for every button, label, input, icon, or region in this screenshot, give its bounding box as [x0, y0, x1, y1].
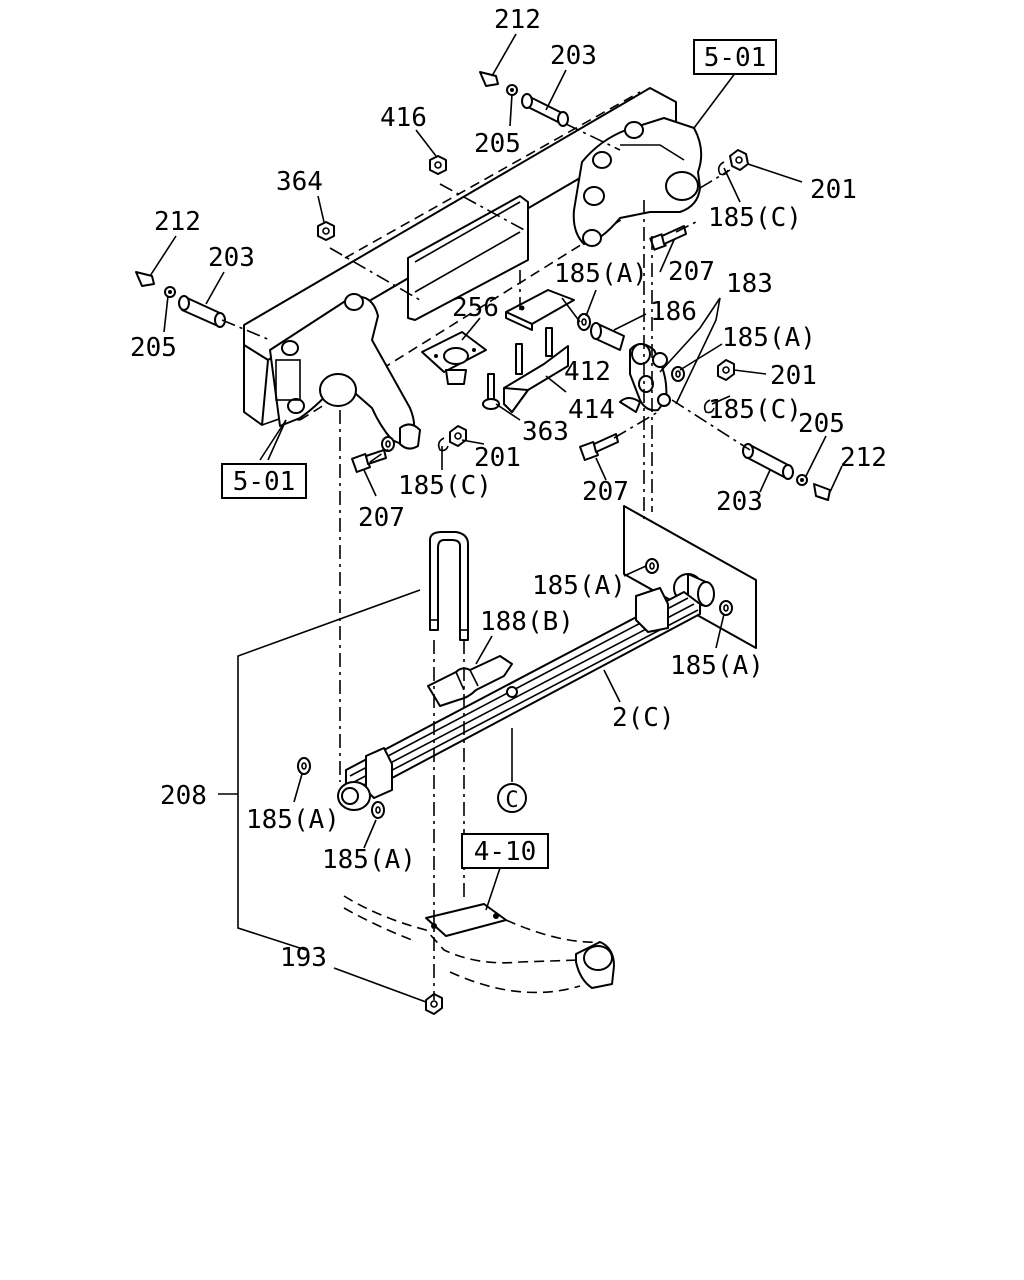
label-188b: 188(B) [480, 607, 574, 637]
label-193: 193 [280, 943, 327, 973]
ref-box-frame-top[interactable]: 5-01 [693, 39, 777, 75]
label-256: 256 [452, 293, 499, 323]
clip-185c-mid [437, 437, 449, 452]
top-pin-assembly [479, 71, 569, 127]
label-185c-topright: 185(C) [708, 203, 802, 233]
cross-bracket [407, 195, 529, 321]
detail-c-label: C [505, 788, 518, 813]
washer-185a-plate [645, 558, 659, 574]
label-186: 186 [650, 297, 697, 327]
u-bolt-208 [429, 531, 469, 641]
label-208: 208 [160, 781, 207, 811]
left-pin-assembly [135, 271, 226, 328]
washer-185a-shackle [577, 313, 591, 331]
label-201-shackle: 201 [770, 361, 817, 391]
right-pin-assembly [742, 443, 831, 501]
label-412: 412 [564, 357, 611, 387]
bolt-363 [482, 373, 500, 410]
detail-c-marker: C [497, 783, 527, 813]
center-lines [221, 123, 751, 1000]
label-207-top: 207 [668, 257, 715, 287]
nut-364 [317, 221, 335, 241]
washer-185a-bottom [371, 801, 385, 819]
label-2c: 2(C) [612, 703, 675, 733]
ref-box-frame-left[interactable]: 5-01 [221, 463, 307, 499]
rear-hanger-bracket [572, 117, 703, 247]
label-207-left: 207 [358, 503, 405, 533]
nut-416 [429, 155, 447, 175]
rubber-stopper-414 [503, 327, 569, 413]
label-185c-mid: 185(C) [398, 471, 492, 501]
clip-185c-shackle [703, 399, 715, 414]
label-414: 414 [568, 395, 615, 425]
label-363: 363 [522, 417, 569, 447]
washer-185c-mid [381, 436, 395, 452]
washer-185a-left [297, 757, 311, 775]
bolt-207-left [351, 449, 387, 473]
label-185a-left: 185(A) [246, 805, 340, 835]
label-203-right: 203 [716, 487, 763, 517]
ref-axle-text: 4-10 [474, 837, 537, 867]
front-hanger-bracket [269, 293, 421, 450]
label-207-mid: 207 [582, 477, 629, 507]
axle-beam [343, 895, 615, 994]
leader-lines [149, 33, 843, 1003]
stopper-bracket-256 [421, 331, 487, 385]
label-203-top: 203 [550, 41, 597, 71]
label-205-left: 205 [130, 333, 177, 363]
bolt-207-shackle [579, 433, 619, 461]
label-185a-bottom: 185(A) [322, 845, 416, 875]
label-201-mid: 201 [474, 443, 521, 473]
label-201-topright: 201 [810, 175, 857, 205]
label-364: 364 [276, 167, 323, 197]
shackle-pin-186 [590, 322, 625, 351]
label-185c-shackle: 185(C) [708, 395, 802, 425]
label-183: 183 [726, 269, 773, 299]
label-185a-shackle: 185(A) [722, 323, 816, 353]
label-185a-mid: 185(A) [554, 259, 648, 289]
bump-stopper-plate-412 [505, 289, 575, 331]
label-416: 416 [380, 103, 427, 133]
label-203-left: 203 [208, 243, 255, 273]
washer-185a-shackle-right [671, 366, 685, 382]
nut-201-mid [449, 425, 467, 447]
spring-seat-188b [427, 655, 513, 707]
label-212-left: 212 [154, 207, 201, 237]
shackle-183 [619, 343, 671, 413]
nut-201-topright [729, 149, 749, 171]
part-labels: 212 203 205 416 364 212 203 205 201 185(… [130, 5, 887, 973]
leaf-spring [337, 587, 701, 811]
ref-frame-left-text: 5-01 [233, 467, 296, 497]
label-212-right: 212 [840, 443, 887, 473]
ref-frame-top-text: 5-01 [704, 43, 767, 73]
label-185a-plate: 185(A) [532, 571, 626, 601]
label-205-right: 205 [798, 409, 845, 439]
label-212-top: 212 [494, 5, 541, 35]
washer-185a-eye [719, 600, 733, 616]
nut-201-shackle [717, 359, 735, 381]
label-205-top: 205 [474, 129, 521, 159]
label-185a-eye: 185(A) [670, 651, 764, 681]
ref-box-axle[interactable]: 4-10 [461, 833, 549, 869]
